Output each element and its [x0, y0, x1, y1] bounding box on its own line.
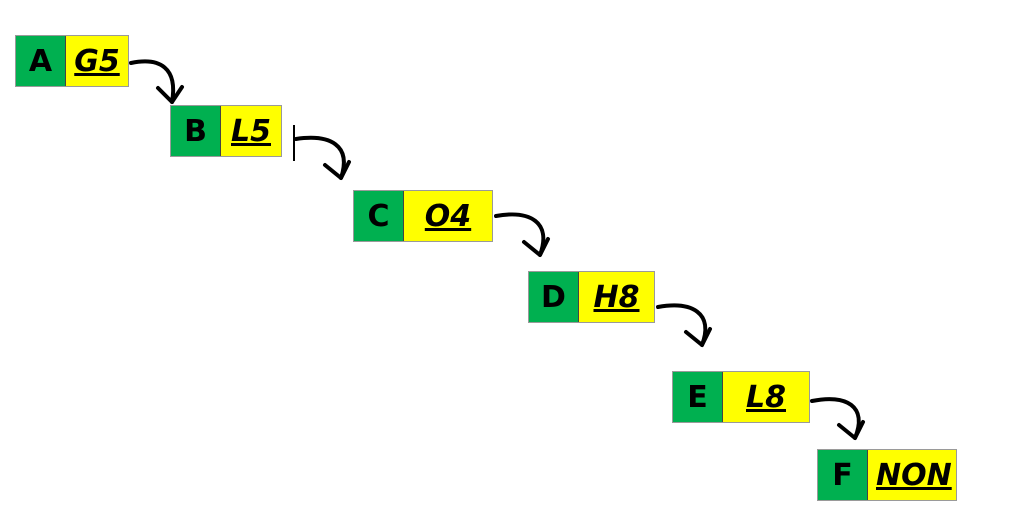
- node-d: D H8: [528, 271, 655, 323]
- node-e: E L8: [672, 371, 810, 423]
- node-f: F NON: [817, 449, 957, 501]
- node-b: B L5: [170, 105, 282, 157]
- arrowhead-b-to-c: [323, 160, 351, 180]
- node-pointer: G5: [66, 36, 128, 86]
- node-pointer: L8: [723, 372, 809, 422]
- arrowhead-a-to-b: [156, 85, 184, 104]
- node-label: C: [354, 191, 404, 241]
- separator-tick: [293, 125, 295, 161]
- arrowhead-c-to-d: [522, 237, 550, 257]
- node-pointer: L5: [221, 106, 281, 156]
- node-label: E: [673, 372, 723, 422]
- node-label: D: [529, 272, 579, 322]
- node-label: F: [818, 450, 868, 500]
- arrow-a-to-b: [129, 59, 176, 104]
- arrow-d-to-e: [656, 303, 708, 347]
- arrow-b-to-c: [294, 135, 346, 180]
- node-label: B: [171, 106, 221, 156]
- node-pointer: H8: [579, 272, 654, 322]
- node-pointer: O4: [404, 191, 492, 241]
- node-label: A: [16, 36, 66, 86]
- arrow-c-to-d: [494, 212, 546, 257]
- arrowhead-d-to-e: [684, 327, 712, 347]
- node-a: A G5: [15, 35, 129, 87]
- node-c: C O4: [353, 190, 493, 242]
- arrow-e-to-f: [810, 397, 861, 440]
- arrowhead-e-to-f: [837, 420, 865, 440]
- node-pointer: NON: [868, 450, 956, 500]
